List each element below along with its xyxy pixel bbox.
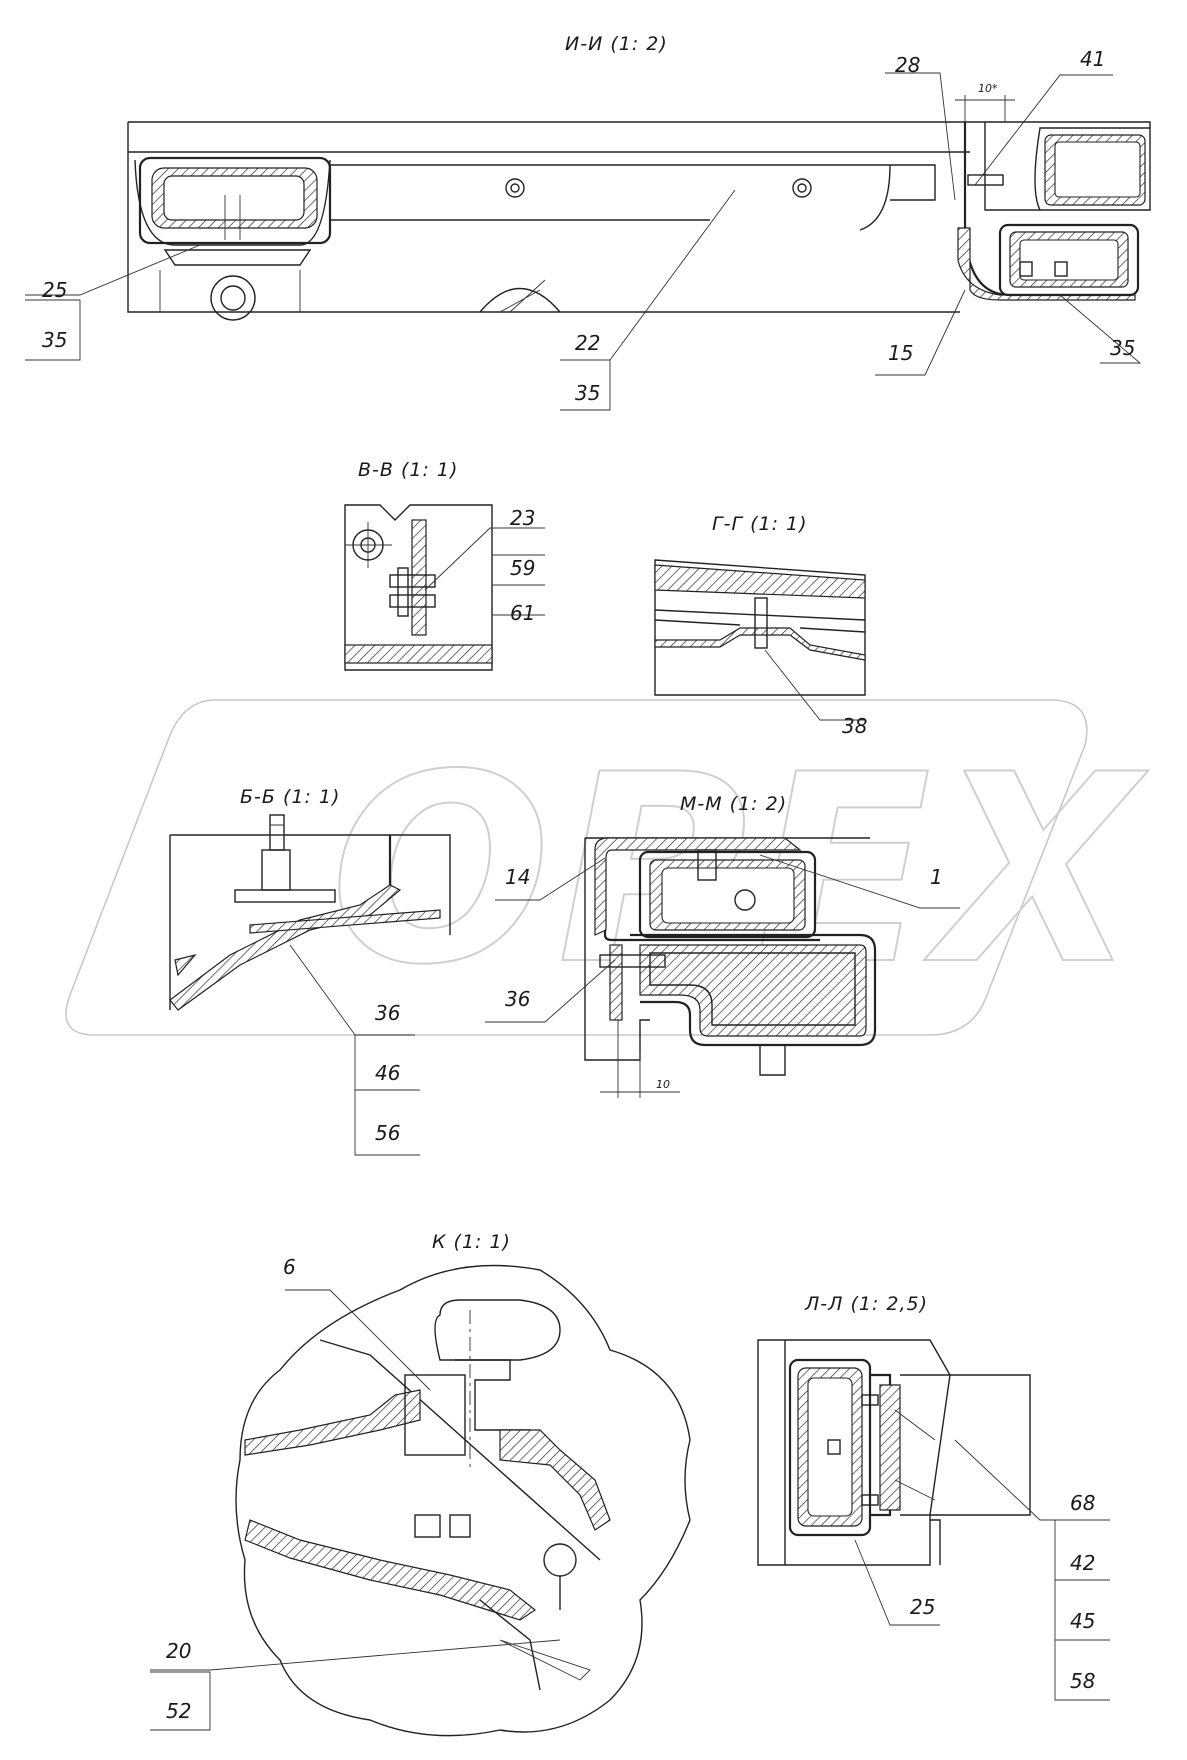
callout-56: 56 — [375, 1121, 400, 1145]
watermark-badge-outline — [65, 699, 1088, 1036]
view-vv: В-В (1: 1) — [344, 459, 545, 671]
callout-42: 42 — [1070, 1551, 1095, 1575]
callout-25a: 25 — [42, 278, 67, 302]
callout-38: 38 — [842, 714, 867, 738]
view-ii-dim: 10* — [978, 82, 998, 95]
view-vv-title: В-В (1: 1) — [358, 459, 458, 481]
view-k-title: К (1: 1) — [432, 1231, 511, 1253]
watermark: OPEX — [65, 699, 1143, 1036]
callout-23: 23 — [510, 506, 535, 530]
callout-14: 14 — [505, 865, 530, 889]
callout-28: 28 — [895, 53, 920, 77]
callout-58: 58 — [1070, 1669, 1095, 1693]
view-gg-title: Г-Г (1: 1) — [712, 513, 808, 535]
callout-52: 52 — [166, 1699, 191, 1723]
view-ii-title: И-И (1: 2) — [565, 33, 668, 55]
view-gg: Г-Г (1: 1) — [654, 513, 866, 721]
callout-35c: 35 — [1110, 336, 1135, 360]
view-ii: И-И (1: 2) — [25, 33, 1151, 411]
view-mm-title: М-М (1: 2) — [680, 793, 787, 815]
view-ll: Л-Л (1: 2,5) — [757, 1293, 1110, 1701]
callout-46: 46 — [375, 1061, 400, 1085]
callout-6: 6 — [283, 1255, 296, 1279]
callout-36a: 36 — [375, 1001, 400, 1025]
view-k: К (1: 1) — [150, 1231, 691, 1737]
view-bb-title: Б-Б (1: 1) — [240, 786, 340, 808]
callout-20: 20 — [166, 1639, 191, 1663]
view-mm-dim: 10 — [656, 1078, 670, 1091]
callout-22: 22 — [575, 331, 600, 355]
callout-41: 41 — [1080, 47, 1105, 71]
callout-15: 15 — [888, 341, 913, 365]
view-mm: М-М (1: 2) 10 — [485, 793, 960, 1098]
callout-68: 68 — [1070, 1491, 1095, 1515]
callout-36b: 36 — [505, 987, 530, 1011]
callout-45: 45 — [1070, 1609, 1095, 1633]
callout-35a: 35 — [42, 328, 67, 352]
view-ll-title: Л-Л (1: 2,5) — [804, 1293, 928, 1315]
callout-1: 1 — [930, 865, 943, 889]
callout-59: 59 — [510, 556, 535, 580]
view-bb: Б-Б (1: 1) — [169, 786, 451, 1156]
callout-25b: 25 — [910, 1595, 935, 1619]
callout-61: 61 — [510, 601, 535, 625]
callout-35b: 35 — [575, 381, 600, 405]
